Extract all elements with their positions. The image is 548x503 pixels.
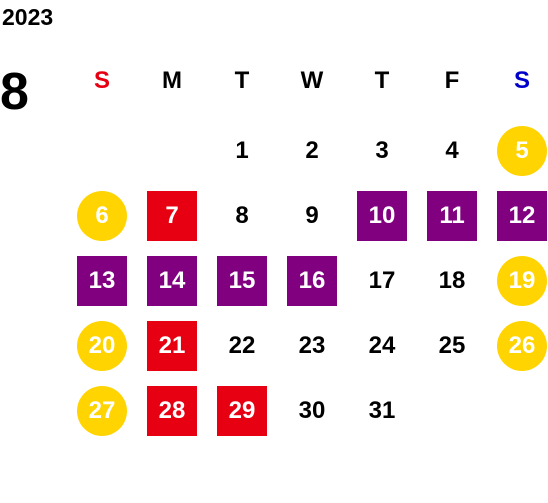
weekday-label: T xyxy=(234,67,250,94)
calendar-cell: 26 xyxy=(487,313,548,378)
calendar-cell: 4 xyxy=(417,118,487,183)
calendar-year: 2023 xyxy=(2,4,54,30)
calendar-cell: 21 xyxy=(137,313,207,378)
weekday-label: S xyxy=(93,67,110,94)
day-14[interactable]: 14 xyxy=(147,255,197,306)
day-31[interactable]: 31 xyxy=(368,396,396,424)
day-9[interactable]: 9 xyxy=(305,201,319,229)
calendar-cell: 31 xyxy=(347,378,417,443)
calendar-cell: 30 xyxy=(277,378,347,443)
day-5[interactable]: 5 xyxy=(497,125,547,176)
day-29[interactable]: 29 xyxy=(217,385,267,436)
day-26[interactable]: 26 xyxy=(497,320,547,371)
calendar-cell: 23 xyxy=(277,313,347,378)
day-25[interactable]: 25 xyxy=(438,331,466,359)
calendar-cell: 18 xyxy=(417,248,487,313)
weekday-label: W xyxy=(300,67,324,94)
calendar-cell: 10 xyxy=(347,183,417,248)
calendar-cell: 16 xyxy=(277,248,347,313)
calendar-cell: 25 xyxy=(417,313,487,378)
day-11[interactable]: 11 xyxy=(427,190,477,241)
weekday-label: M xyxy=(162,67,182,94)
calendar-cell: 6 xyxy=(67,183,137,248)
day-8[interactable]: 8 xyxy=(235,201,249,229)
calendar-cell: 20 xyxy=(67,313,137,378)
day-4[interactable]: 4 xyxy=(445,136,459,164)
day-12[interactable]: 12 xyxy=(497,190,547,241)
calendar-month: 8 xyxy=(0,63,29,121)
weekday-label: T xyxy=(374,67,390,94)
day-17[interactable]: 17 xyxy=(368,266,396,294)
day-20[interactable]: 20 xyxy=(77,320,127,371)
day-18[interactable]: 18 xyxy=(438,266,466,294)
day-13[interactable]: 13 xyxy=(77,255,127,306)
calendar-cell: 14 xyxy=(137,248,207,313)
day-1[interactable]: 1 xyxy=(235,136,249,164)
day-22[interactable]: 22 xyxy=(228,331,256,359)
day-21[interactable]: 21 xyxy=(147,320,197,371)
calendar-cell: 7 xyxy=(137,183,207,248)
day-15[interactable]: 15 xyxy=(217,255,267,306)
day-2[interactable]: 2 xyxy=(305,136,319,164)
calendar-cell: 8 xyxy=(207,183,277,248)
calendar-cell: 15 xyxy=(207,248,277,313)
calendar-cell: 29 xyxy=(207,378,277,443)
calendar-cell: 22 xyxy=(207,313,277,378)
calendar-cell: 17 xyxy=(347,248,417,313)
calendar-cell: 27 xyxy=(67,378,137,443)
calendar-cell: 1 xyxy=(207,118,277,183)
calendar-cell: 2 xyxy=(277,118,347,183)
day-6[interactable]: 6 xyxy=(77,190,127,241)
day-16[interactable]: 16 xyxy=(287,255,337,306)
day-24[interactable]: 24 xyxy=(368,331,396,359)
day-27[interactable]: 27 xyxy=(77,385,127,436)
calendar-cell: 5 xyxy=(487,118,548,183)
calendar-cell: 11 xyxy=(417,183,487,248)
calendar-cell: 19 xyxy=(487,248,548,313)
day-3[interactable]: 3 xyxy=(375,136,389,164)
calendar-cell: 12 xyxy=(487,183,548,248)
day-7[interactable]: 7 xyxy=(147,190,197,241)
weekday-label: S xyxy=(513,67,530,94)
day-19[interactable]: 19 xyxy=(497,255,547,306)
day-10[interactable]: 10 xyxy=(357,190,407,241)
calendar-cell: 9 xyxy=(277,183,347,248)
calendar-cell: 13 xyxy=(67,248,137,313)
day-23[interactable]: 23 xyxy=(298,331,326,359)
day-30[interactable]: 30 xyxy=(298,396,326,424)
calendar-cell: 28 xyxy=(137,378,207,443)
day-28[interactable]: 28 xyxy=(147,385,197,436)
calendar-cell: 24 xyxy=(347,313,417,378)
weekday-label: F xyxy=(444,67,460,94)
calendar-cell: 3 xyxy=(347,118,417,183)
